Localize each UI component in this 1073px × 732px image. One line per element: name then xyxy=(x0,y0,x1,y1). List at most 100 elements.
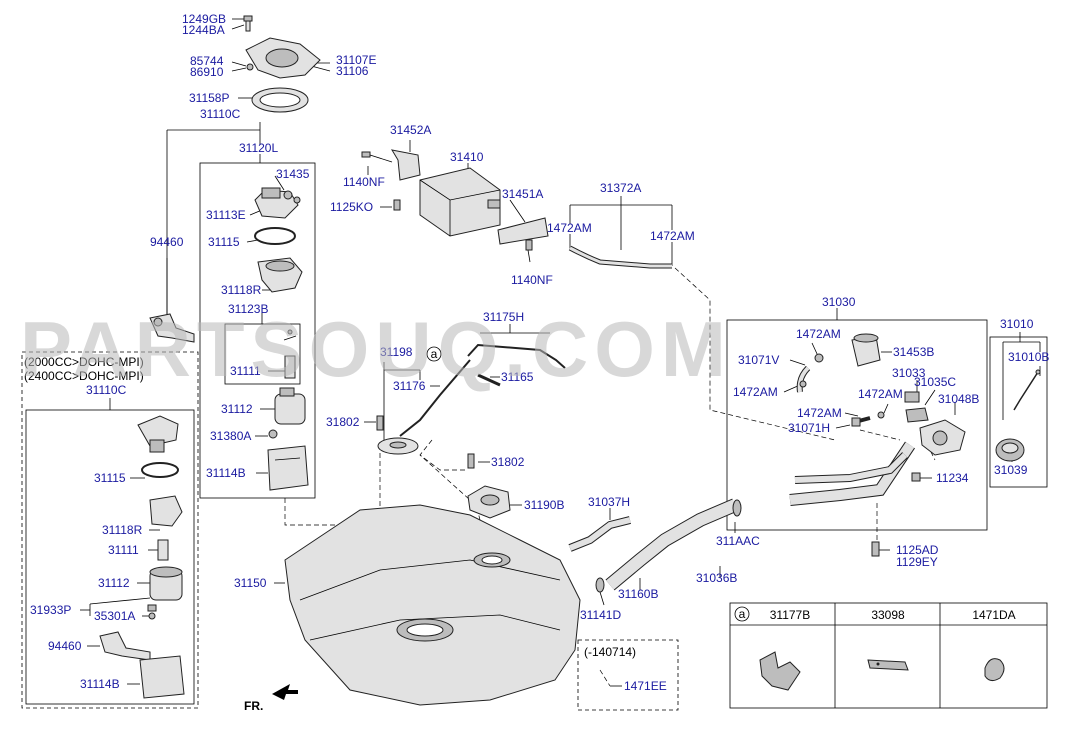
filter-31112-icon xyxy=(274,387,306,425)
label-31115-a[interactable]: 31115 xyxy=(208,235,240,249)
label-1472AM-f[interactable]: 1472AM xyxy=(797,406,842,420)
label-1125KO[interactable]: 1125KO xyxy=(330,200,373,214)
label-31111-b[interactable]: 31111 xyxy=(108,543,139,557)
o-ring-31115-icon xyxy=(254,227,296,245)
label-31071V[interactable]: 31071V xyxy=(738,353,779,367)
label-31113E[interactable]: 31113E xyxy=(206,208,246,222)
label-31110C-left[interactable]: 31110C xyxy=(86,383,127,397)
label-31802-b[interactable]: 31802 xyxy=(491,455,525,469)
clip-1472AM-icon xyxy=(814,353,824,363)
label-31112-a[interactable]: 31112 xyxy=(221,402,253,416)
label-31107E[interactable]: 31107E xyxy=(336,53,376,67)
label-1244BA[interactable]: 1244BA xyxy=(182,23,225,37)
canister-assembly-box xyxy=(726,319,988,531)
label-94460-b[interactable]: 94460 xyxy=(48,639,82,653)
alt-pump-icon xyxy=(157,539,169,561)
label-85744[interactable]: 85744 xyxy=(190,54,224,68)
label-94460-a[interactable]: 94460 xyxy=(150,235,184,249)
label-31120L[interactable]: 31120L xyxy=(239,141,278,155)
label-31033[interactable]: 31033 xyxy=(892,366,926,380)
bracket-31452A-icon xyxy=(390,149,421,181)
label-31010B[interactable]: 31010B xyxy=(1008,350,1049,364)
label-1140NF-b[interactable]: 1140NF xyxy=(511,273,553,287)
label-31110C-top[interactable]: 31110C xyxy=(200,107,241,121)
label-31111-a[interactable]: 31111 xyxy=(230,364,261,378)
label-31106[interactable]: 31106 xyxy=(336,64,369,78)
label-31175H[interactable]: 31175H xyxy=(483,310,524,324)
label-1472AM-d[interactable]: 1472AM xyxy=(733,385,778,399)
label-31118R-b[interactable]: 31118R xyxy=(102,523,143,537)
bolt-1125AD-icon xyxy=(871,541,880,557)
label-31114B-b[interactable]: 31114B xyxy=(80,677,120,691)
clip-33098-icon xyxy=(867,659,909,671)
filler-cap-box xyxy=(989,336,1048,488)
label-31451A[interactable]: 31451A xyxy=(502,187,543,201)
label-31112-b[interactable]: 31112 xyxy=(98,576,130,590)
connector-31035C-icon xyxy=(905,407,929,423)
fuel-tank-31150-icon xyxy=(284,504,581,706)
housing-31048B-icon xyxy=(919,419,966,456)
label-31372A[interactable]: 31372A xyxy=(600,181,641,195)
label-31036B[interactable]: 31036B xyxy=(696,571,737,585)
label-31802-a[interactable]: 31802 xyxy=(326,415,360,429)
label-31030[interactable]: 31030 xyxy=(822,295,856,309)
label-31380A[interactable]: 31380A xyxy=(210,429,251,443)
label-31453B[interactable]: 31453B xyxy=(893,345,934,359)
label-31158P[interactable]: 31158P xyxy=(189,91,229,105)
parts-table: a 31177B 33098 1471DA xyxy=(729,602,1048,709)
clip-31177B-icon xyxy=(759,651,801,691)
label-31037H[interactable]: 31037H xyxy=(588,495,630,509)
label-31190B[interactable]: 31190B xyxy=(524,498,564,512)
bracket-31451A-icon xyxy=(497,217,549,245)
label-311AAC[interactable]: 311AAC xyxy=(716,534,760,548)
label-31039[interactable]: 31039 xyxy=(994,463,1028,477)
tether-31010B-icon xyxy=(1013,369,1041,411)
reservoir-31114B-icon xyxy=(267,445,309,491)
label-35301A[interactable]: 35301A xyxy=(94,609,135,623)
direction-label: FR. xyxy=(244,699,263,713)
label-1249GB[interactable]: 1249GB xyxy=(182,12,226,26)
label-1472AM-c[interactable]: 1472AM xyxy=(796,327,841,341)
clamp-311AAC-icon xyxy=(732,499,742,517)
bolt-1140NF-lower-icon xyxy=(525,239,533,251)
label-31150[interactable]: 31150 xyxy=(234,576,267,590)
alt-filter-icon xyxy=(149,495,183,527)
label-31115-b[interactable]: 31115 xyxy=(94,471,126,485)
label-31118R-a[interactable]: 31118R xyxy=(221,283,262,297)
alt-valve-icon xyxy=(147,604,157,620)
label-1472AM-b[interactable]: 1472AM xyxy=(650,229,695,243)
label-1129EY[interactable]: 1129EY xyxy=(896,555,938,569)
label-11234[interactable]: 11234 xyxy=(936,471,969,485)
label-31176[interactable]: 31176 xyxy=(393,379,426,393)
label-31160B[interactable]: 31160B xyxy=(618,587,658,601)
date-note: (-140714) xyxy=(584,645,636,659)
label-31165[interactable]: 31165 xyxy=(501,370,534,384)
hose-31372A-icon xyxy=(568,245,672,269)
cover-plate-31107E-icon xyxy=(245,37,321,79)
label-1140NF-a[interactable]: 1140NF xyxy=(343,175,385,189)
label-31435[interactable]: 31435 xyxy=(276,167,310,181)
label-1125AD[interactable]: 1125AD xyxy=(896,543,939,557)
label-31452A[interactable]: 31452A xyxy=(390,123,431,137)
label-31048B[interactable]: 31048B xyxy=(938,392,979,406)
label-86910[interactable]: 86910 xyxy=(190,65,224,79)
label-1472AM-e[interactable]: 1472AM xyxy=(858,387,903,401)
label-31123B[interactable]: 31123B xyxy=(228,302,268,316)
alt-pump-head-icon xyxy=(137,415,179,453)
clip-1472AM-mid-icon xyxy=(877,411,885,419)
hose-31071H-icon xyxy=(851,416,871,427)
hose-31036B-icon xyxy=(605,498,738,591)
plate-31198-icon xyxy=(377,437,419,455)
fuel-cap-31010-icon xyxy=(995,438,1025,462)
label-31933P[interactable]: 31933P xyxy=(30,603,71,617)
label-31071H[interactable]: 31071H xyxy=(788,421,830,435)
label-31035C[interactable]: 31035C xyxy=(914,375,956,389)
label-31141D[interactable]: 31141D xyxy=(580,608,621,622)
label-1472AM-a[interactable]: 1472AM xyxy=(547,221,592,235)
label-31198[interactable]: 31198 xyxy=(380,345,413,359)
label-31114B-a[interactable]: 31114B xyxy=(206,466,246,480)
label-1471EE[interactable]: 1471EE xyxy=(624,679,667,693)
label-31010[interactable]: 31010 xyxy=(1000,317,1034,331)
label-31410[interactable]: 31410 xyxy=(450,150,484,164)
clip-1472AM-lower-icon xyxy=(799,380,807,388)
